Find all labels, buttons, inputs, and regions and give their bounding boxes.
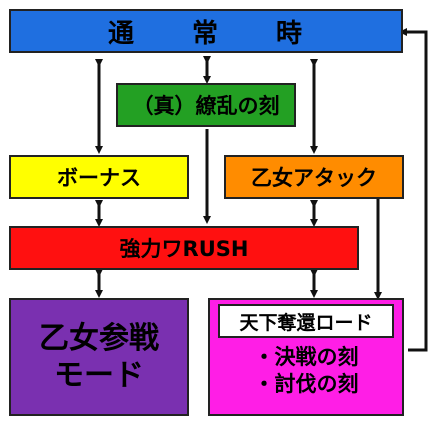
node-normal-time-label: 通 常 時 — [107, 18, 304, 49]
node-shin-ryoran: （真）繚乱の刻 — [116, 83, 296, 127]
node-shin-ryoran-label: （真）繚乱の刻 — [132, 94, 280, 118]
node-tenka-item-kessen: ・決戦の刻 — [253, 345, 359, 369]
node-otome-attack-label: 乙女アタック — [251, 166, 377, 190]
node-otome-attack: 乙女アタック — [224, 155, 404, 199]
node-tenka-items: ・決戦の刻 ・討伐の刻 — [254, 344, 359, 399]
node-tenka-title: 天下奪還ロード — [239, 311, 373, 334]
node-tenka-item-toubatsu: ・討伐の刻 — [253, 372, 359, 397]
node-otome-sansen-line2: モード — [54, 358, 144, 393]
node-otome-sansen-line1: 乙女参戦 — [39, 320, 159, 356]
arrow-tenka-normal — [399, 28, 428, 352]
node-kyoryoku-rush: 強力ワRUSH — [9, 226, 359, 270]
node-bonus-label: ボーナス — [57, 166, 141, 190]
node-tenka-dakkan-road: 天下奪還ロード ・決戦の刻 ・討伐の刻 — [208, 298, 404, 416]
node-kyoryoku-rush-label: 強力ワRUSH — [119, 237, 249, 261]
node-otome-sansen-mode: 乙女参戦 モード — [9, 298, 189, 416]
node-tenka-title-box: 天下奪還ロード — [218, 304, 394, 338]
node-bonus: ボーナス — [9, 155, 189, 199]
node-normal-time: 通 常 時 — [9, 9, 403, 53]
